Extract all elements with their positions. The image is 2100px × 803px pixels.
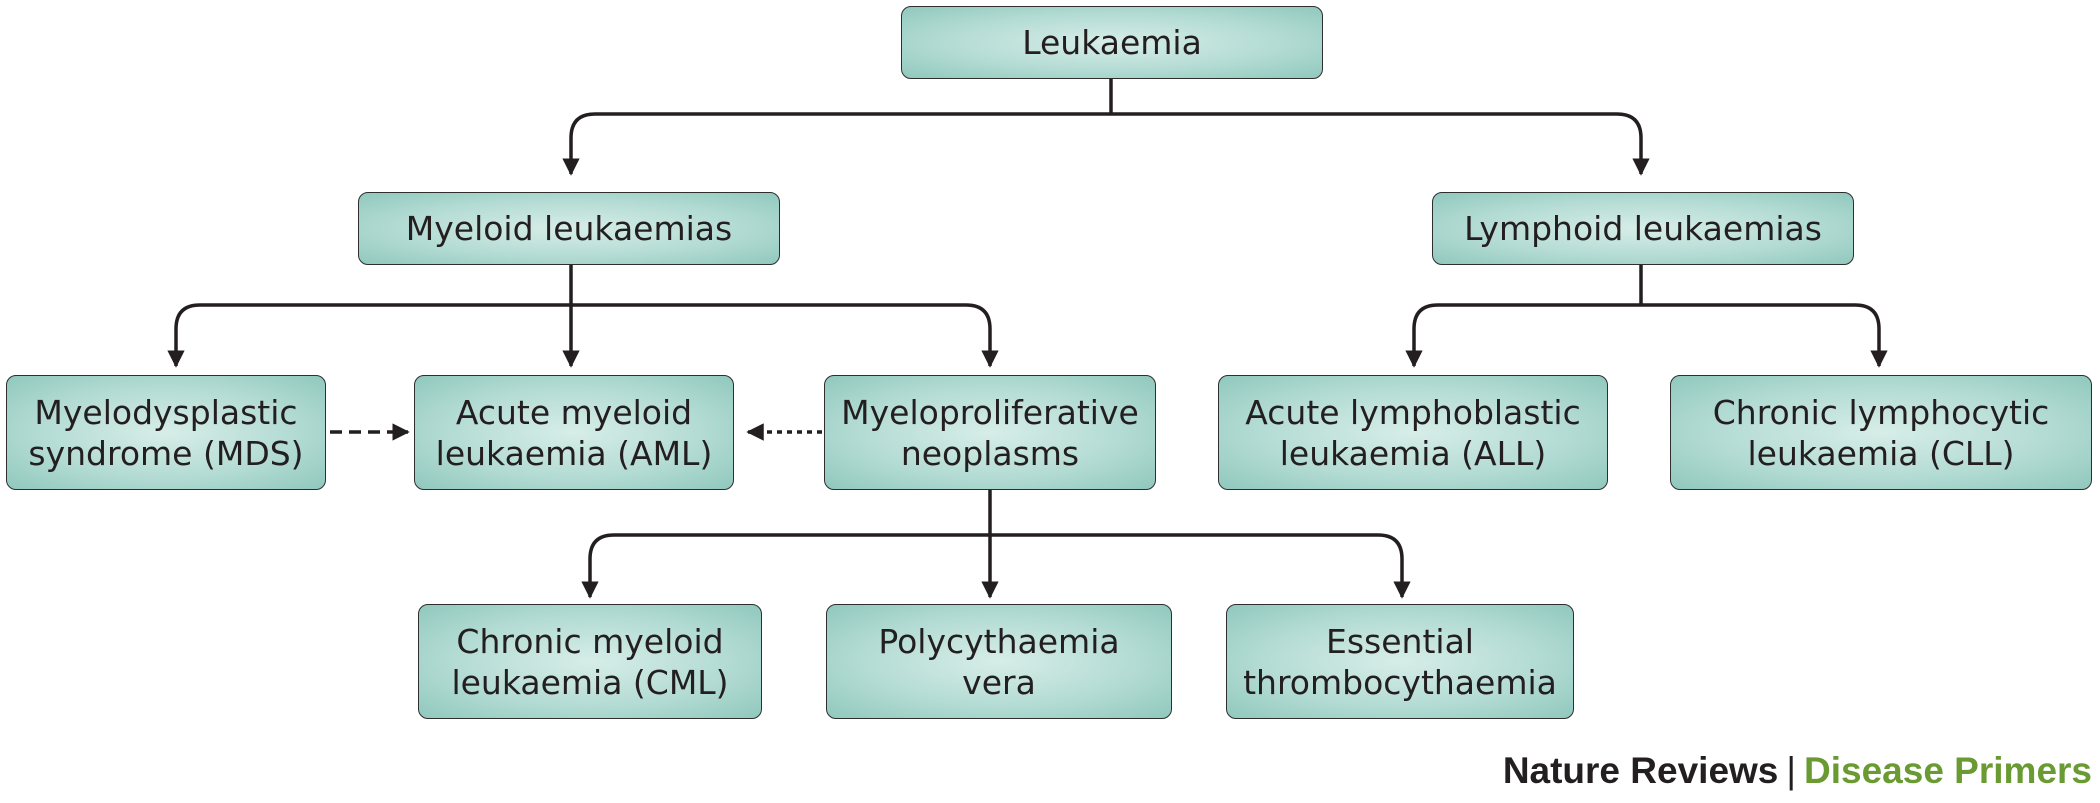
node-mpn: Myeloproliferative neoplasms bbox=[824, 375, 1156, 490]
node-polycythaemia-vera: Polycythaemia vera bbox=[826, 604, 1172, 719]
node-lymphoid-leukaemias: Lymphoid leukaemias bbox=[1432, 192, 1854, 265]
journal-name: Nature Reviews bbox=[1502, 750, 1779, 791]
link-root-to-myeloid bbox=[562, 112, 1111, 176]
link-lymphoid-to-all bbox=[1405, 303, 1641, 368]
link-root-to-lymphoid bbox=[1111, 112, 1650, 176]
link-myeloid-to-mpn bbox=[571, 303, 999, 368]
node-mds: Myelodysplastic syndrome (MDS) bbox=[6, 375, 326, 490]
node-myeloid-leukaemias: Myeloid leukaemias bbox=[358, 192, 780, 265]
node-cll: Chronic lymphocytic leukaemia (CLL) bbox=[1670, 375, 2092, 490]
journal-credit: Nature Reviews|Disease Primers bbox=[1503, 750, 2092, 792]
link-mpn-to-et bbox=[990, 533, 1411, 599]
node-essential-thrombocythaemia: Essential thrombocythaemia bbox=[1226, 604, 1574, 719]
node-aml: Acute myeloid leukaemia (AML) bbox=[414, 375, 734, 490]
series-name: Disease Primers bbox=[1804, 750, 2092, 791]
link-mpn-to-cml bbox=[581, 533, 990, 599]
node-all: Acute lymphoblastic leukaemia (ALL) bbox=[1218, 375, 1608, 490]
node-cml: Chronic myeloid leukaemia (CML) bbox=[418, 604, 762, 719]
link-myeloid-to-mds bbox=[167, 303, 571, 368]
node-leukaemia: Leukaemia bbox=[901, 6, 1323, 79]
credit-separator: | bbox=[1786, 750, 1797, 791]
link-lymphoid-to-cll bbox=[1641, 303, 1888, 368]
